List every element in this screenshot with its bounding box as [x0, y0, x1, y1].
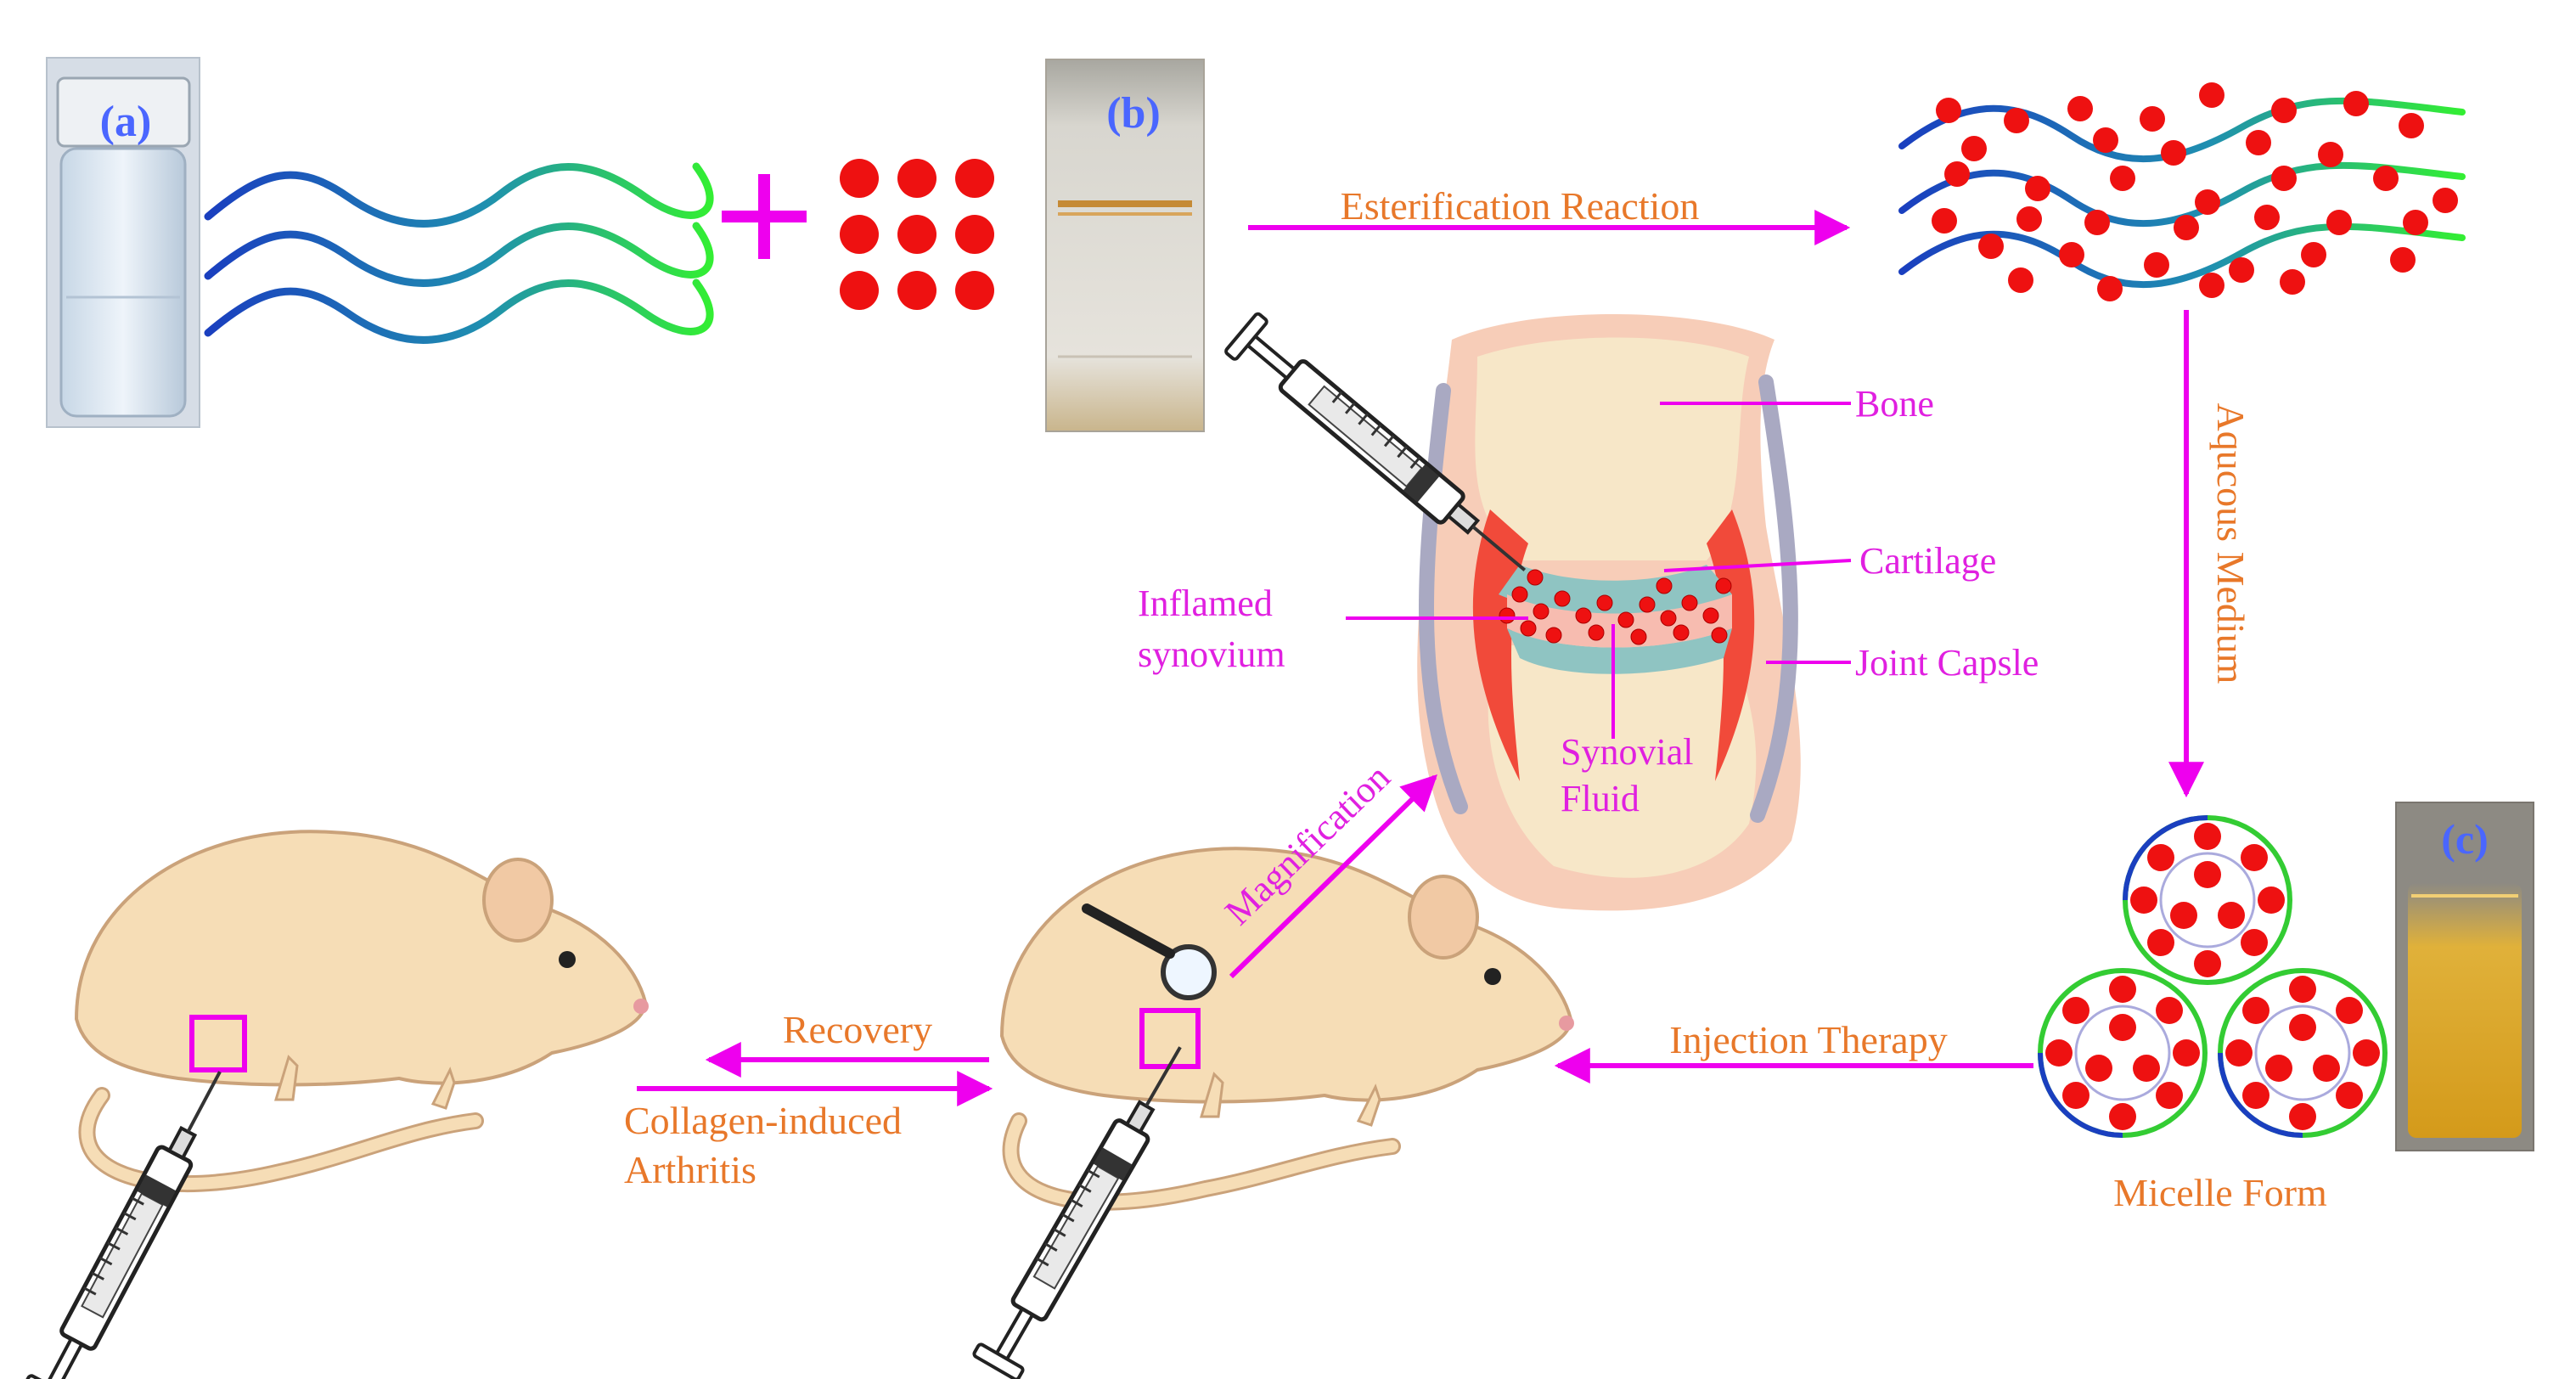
micelle-right: [2218, 968, 2388, 1138]
aqueous-label: Aqucous Medium: [2209, 403, 2253, 684]
rat-arthritic: [74, 830, 649, 1193]
bone-lower: [1488, 645, 1757, 878]
synovium-label-line1: Inflamed: [1138, 583, 1273, 624]
polymer-chains: [204, 162, 714, 344]
bone-label: Bone: [1855, 383, 1934, 425]
capsule-right: [1750, 374, 1798, 823]
fluid-label-line2: Fluid: [1561, 778, 1640, 819]
cartilage-label: Cartilage: [1859, 540, 1996, 582]
conjugated-chains: [1898, 82, 2466, 301]
vial-c-label: (c): [2441, 815, 2489, 863]
capsule-left: [1419, 383, 1468, 814]
capsule-label: Joint Capsle: [1855, 642, 2039, 684]
vial-c: (c): [2395, 802, 2534, 1151]
rat-treated: [999, 847, 1574, 1211]
vial-b: (b): [1045, 59, 1205, 432]
plus-icon: [722, 174, 807, 259]
drug-dots: [840, 159, 994, 310]
cia-label-line2: Arthritis: [624, 1148, 756, 1191]
esterification-label: Esterification Reaction: [1341, 184, 1700, 228]
recovery-label: Recovery: [783, 1008, 932, 1051]
vial-a-label: (a): [100, 98, 152, 146]
injection-label: Injection Therapy: [1669, 1018, 1947, 1061]
micelle-top: [2123, 815, 2292, 985]
magnification-arrow: [1229, 774, 1438, 979]
micelle-label: Micelle Form: [2113, 1171, 2327, 1214]
micelles: [2038, 815, 2388, 1138]
vial-a: (a): [46, 57, 200, 428]
syringe-arthritic-icon: [24, 1060, 243, 1379]
joint-highlight-box-left: [189, 1015, 247, 1072]
vial-b-label: (b): [1106, 89, 1161, 138]
inflamed-synovium-right: [1707, 509, 1755, 781]
joint-illustration: [1346, 314, 1852, 911]
cartilage-bottom: [1507, 628, 1732, 674]
cia-label-line1: Collagen-induced: [624, 1099, 902, 1142]
fluid-label-line1: Synovial: [1561, 731, 1693, 773]
micelle-left: [2038, 968, 2208, 1138]
bone-upper: [1475, 337, 1749, 560]
synovium-label-line2: synovium: [1138, 633, 1285, 675]
magnifier-icon: [1082, 903, 1217, 1000]
